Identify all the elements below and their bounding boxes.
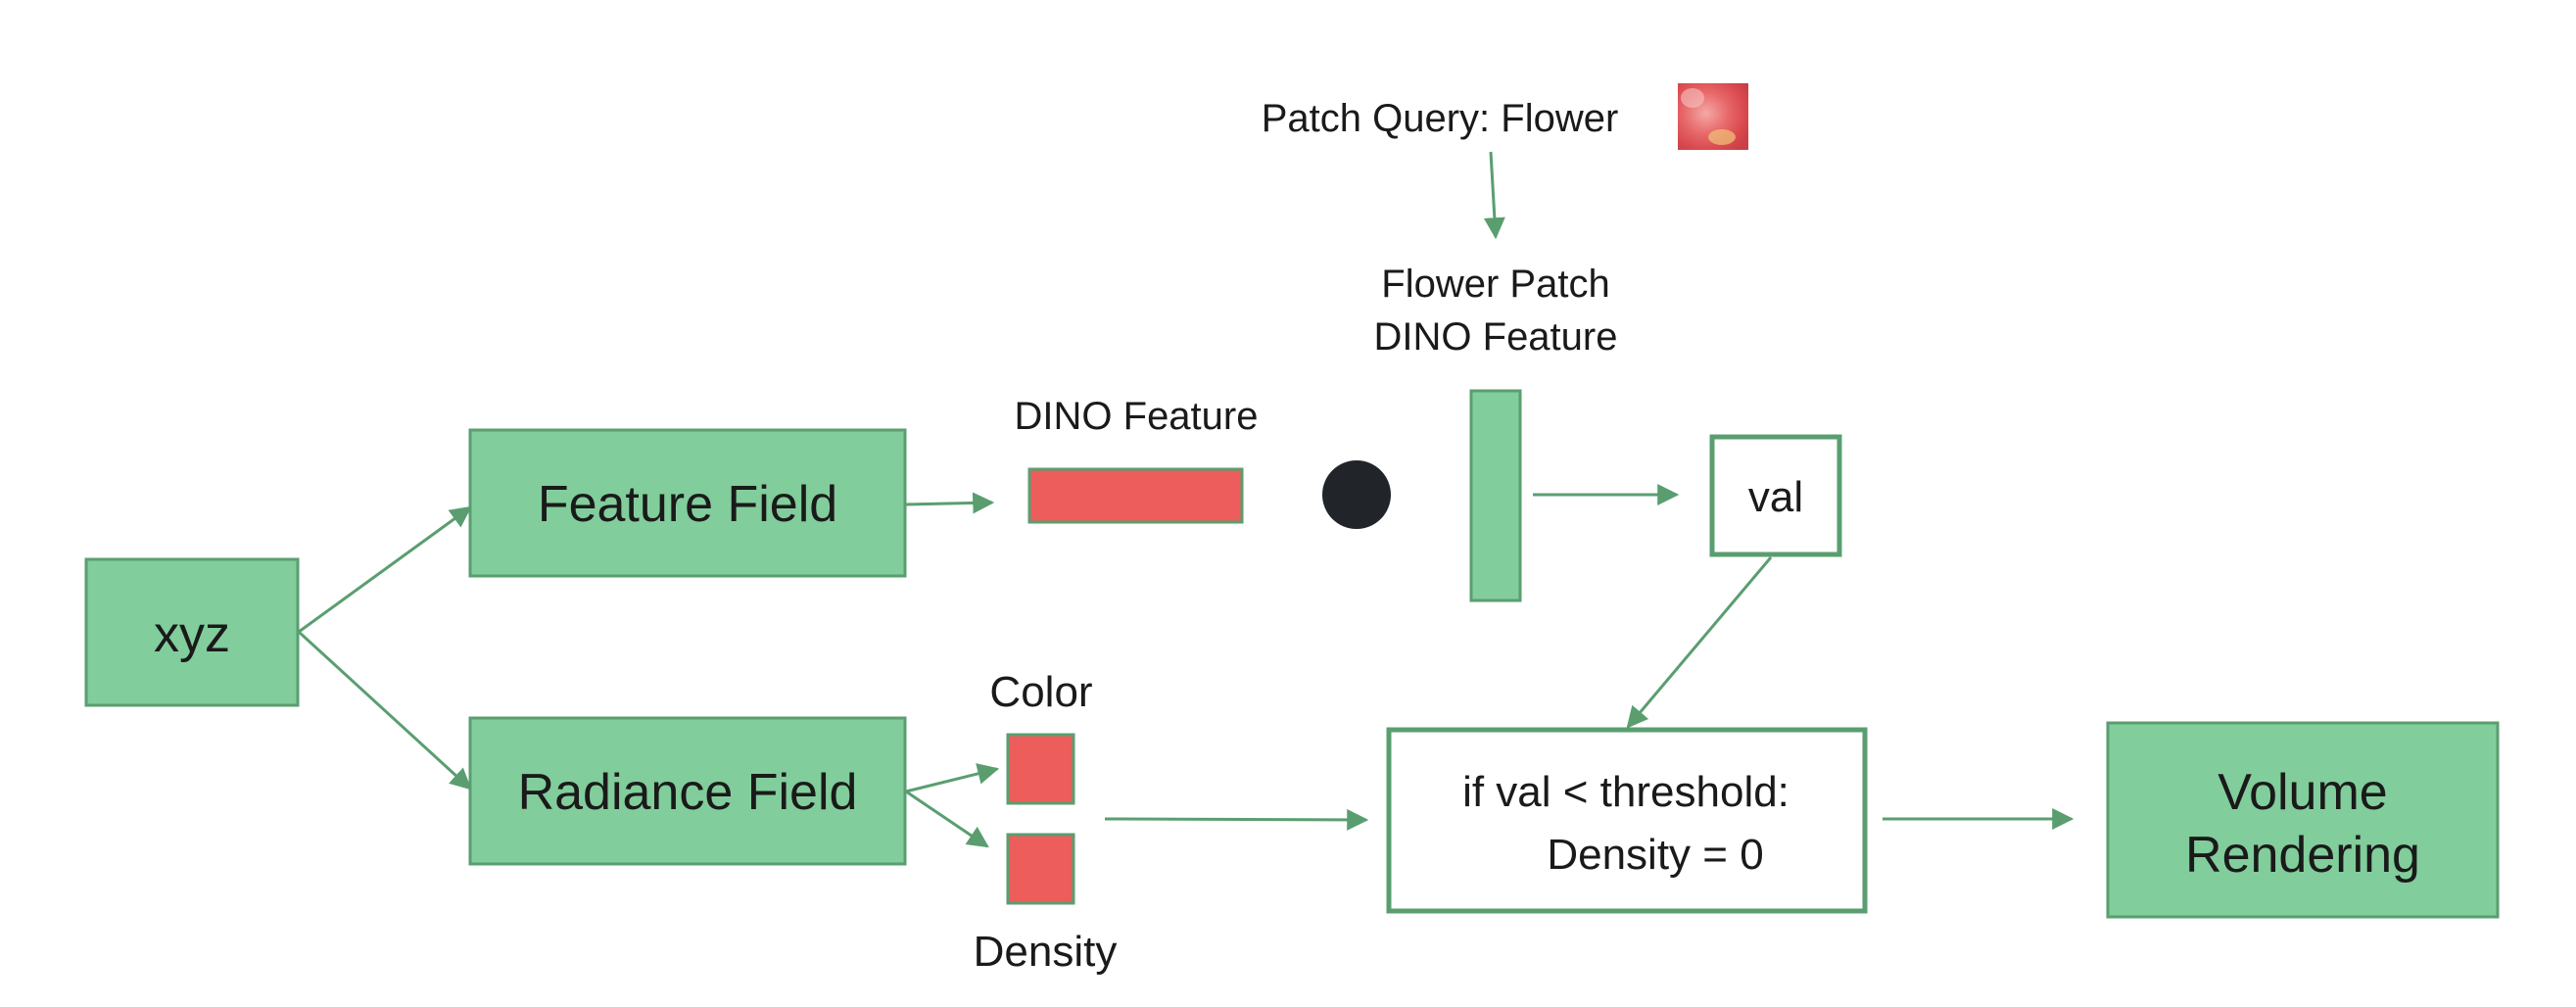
- radiance-field-node: Radiance Field: [468, 716, 907, 866]
- edge-val-to-threshold: [1626, 556, 1773, 729]
- feature-field-node: Feature Field: [468, 428, 907, 578]
- density-output: [1006, 833, 1075, 905]
- feature-field-label: Feature Field: [538, 476, 837, 533]
- color-output: [1006, 733, 1075, 805]
- edge-radiance-to-color: [905, 763, 1000, 793]
- threshold-label-line1: if val < threshold:: [1462, 768, 1789, 816]
- radiance-field-label: Radiance Field: [518, 764, 858, 821]
- edge-xyz-to-feature-field: [298, 505, 472, 634]
- flower-patch-label-line2: DINO Feature: [1374, 315, 1618, 359]
- flower-patch-feature-vector: [1469, 389, 1522, 602]
- volume-rendering-label-line1: Volume: [2218, 764, 2387, 821]
- density-label: Density: [974, 928, 1118, 976]
- dino-feature-label: DINO Feature: [1015, 395, 1259, 438]
- edge-radiance-to-density: [905, 790, 989, 848]
- val-node: val: [1709, 434, 1842, 557]
- xyz-label: xyz: [154, 606, 230, 663]
- val-label: val: [1748, 473, 1803, 521]
- flower-patch-icon: [1678, 83, 1748, 150]
- edge-patch-query-to-flower-patch: [1483, 151, 1505, 240]
- edge-xyz-to-radiance-field: [297, 630, 472, 791]
- edge-feature-field-to-dino: [904, 492, 995, 514]
- xyz-node: xyz: [84, 557, 300, 707]
- dot-product-icon: [1322, 460, 1391, 529]
- threshold-node: if val < threshold: Density = 0: [1386, 727, 1868, 914]
- threshold-label-line2: Density = 0: [1547, 831, 1763, 879]
- edge-color-density-to-threshold: [1104, 808, 1369, 831]
- color-label: Color: [989, 668, 1092, 716]
- volume-rendering-label-line2: Rendering: [2185, 827, 2420, 884]
- volume-rendering-node: Volume Rendering: [2106, 721, 2500, 919]
- dino-feature-vector: [1027, 467, 1244, 524]
- edges: [297, 151, 2075, 848]
- flower-patch-label-line1: Flower Patch: [1381, 263, 1609, 306]
- patch-query-label: Patch Query: Flower: [1262, 97, 1619, 140]
